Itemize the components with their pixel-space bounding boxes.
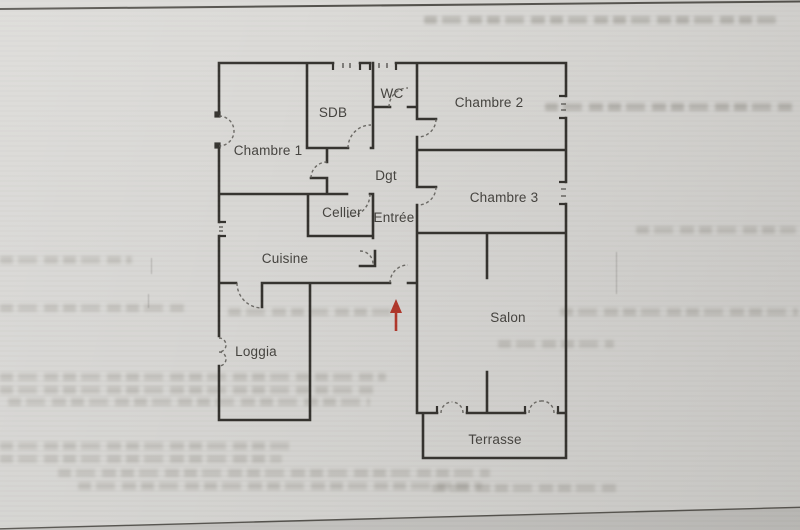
window-symbols <box>214 63 566 413</box>
bleed-text-band <box>432 484 620 492</box>
room-label-terrasse: Terrasse <box>468 432 521 447</box>
bleed-text-band <box>636 226 796 234</box>
door-arc-chambre3 <box>417 186 437 206</box>
bleed-text-band <box>0 455 282 463</box>
door-arc-wc <box>388 87 409 108</box>
room-label-chambre3: Chambre 3 <box>470 190 539 205</box>
window-arc-loggia <box>218 337 227 367</box>
room-label-wc: WC <box>381 86 404 101</box>
french-door-arcs-salon <box>440 400 555 414</box>
bleed-text-band <box>498 340 614 348</box>
bleed-text-band <box>0 304 188 312</box>
bleed-text-band <box>0 373 386 381</box>
room-label-chambre1: Chambre 1 <box>234 143 303 158</box>
floor-plan-walls <box>217 61 568 460</box>
paper-crease-mark <box>616 252 617 294</box>
page-below-edge-shadow <box>0 508 800 530</box>
room-label-loggia: Loggia <box>235 344 277 359</box>
window-mullion-ticks <box>219 63 566 232</box>
window-jamb-ticks <box>219 63 566 413</box>
bleed-text-band <box>78 482 482 490</box>
room-label-dgt: Dgt <box>375 168 397 183</box>
room-label-cuisine: Cuisine <box>262 251 308 266</box>
bottom-page-edge-line <box>0 506 800 530</box>
bleed-text-band <box>424 16 776 24</box>
room-labels: Chambre 1 SDB WC Chambre 2 Dgt Chambre 3… <box>234 86 539 447</box>
bleed-text-band <box>8 398 370 406</box>
door-arc-loggia <box>236 282 263 309</box>
entrance-arrow-head <box>390 299 402 313</box>
bleed-text-band <box>0 256 132 264</box>
door-arc-entrance <box>389 264 409 284</box>
room-label-sdb: SDB <box>319 105 347 120</box>
door-arc-chambre1 <box>310 161 328 179</box>
wall-lines <box>217 61 568 460</box>
door-arc-cuisine-entree <box>359 250 374 265</box>
door-arc-chambre2 <box>417 118 437 138</box>
door-arc-cellier <box>346 193 371 218</box>
bleed-text-band <box>58 469 490 477</box>
door-swing-arcs <box>218 87 555 414</box>
bleed-text-band <box>228 308 396 316</box>
window-arc-chambre1 <box>218 115 235 147</box>
room-label-cellier: Cellier <box>322 205 362 220</box>
bleed-text-band <box>0 386 378 394</box>
bleed-text-band <box>560 308 798 316</box>
room-label-chambre2: Chambre 2 <box>455 95 524 110</box>
door-arc-sdb <box>347 124 372 149</box>
window-pivot-square <box>214 142 221 149</box>
paper-crease-mark <box>148 294 149 308</box>
paper-crease-mark <box>151 258 152 274</box>
bleed-text-band <box>545 103 797 111</box>
room-label-entree: Entrée <box>374 210 415 225</box>
room-label-salon: Salon <box>490 310 526 325</box>
bleed-text-band <box>0 442 296 450</box>
top-page-edge-line <box>0 0 800 10</box>
window-pivot-square <box>214 111 221 118</box>
entrance-arrow-icon <box>390 299 402 331</box>
